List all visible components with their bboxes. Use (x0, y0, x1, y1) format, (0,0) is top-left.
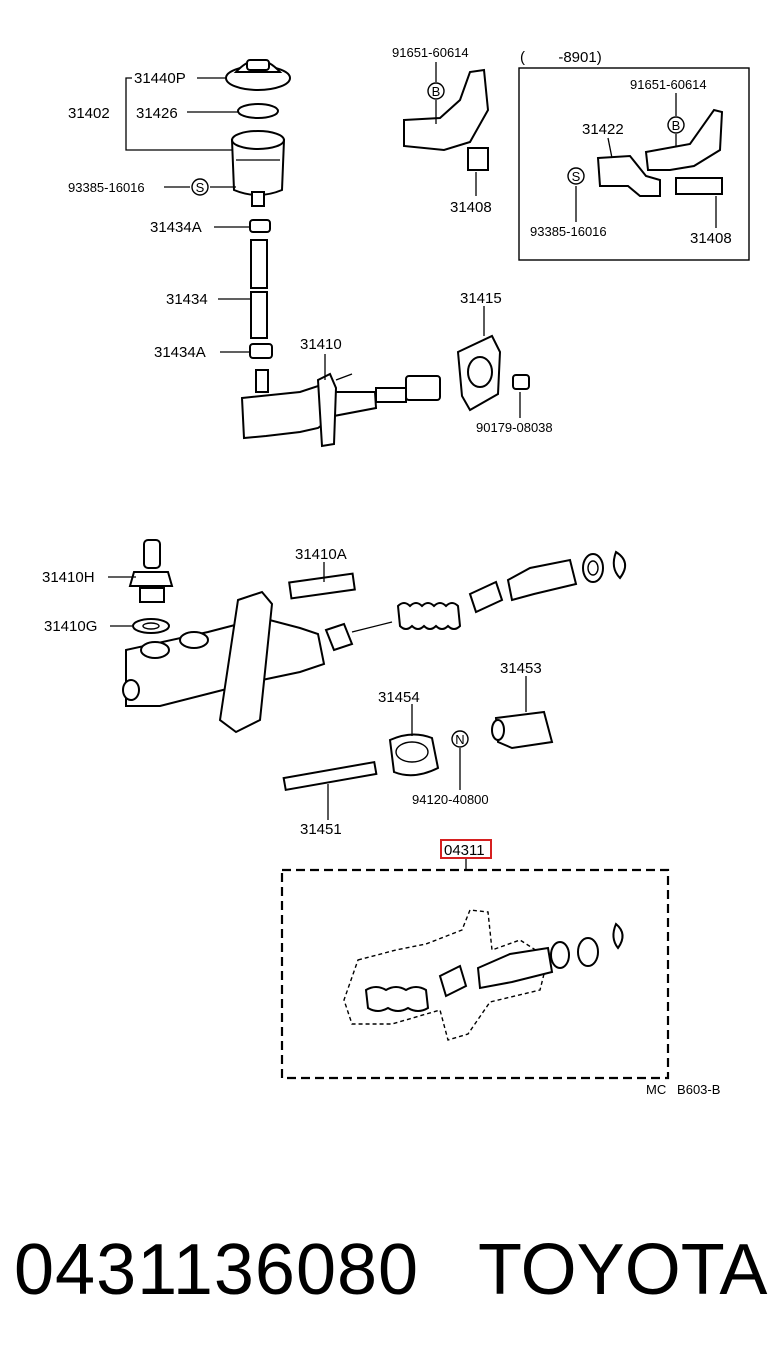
label-31426: 31426 (136, 105, 178, 122)
footer: 0431136080 TOYOTA (0, 1225, 768, 1325)
spring (396, 602, 462, 630)
bracket-top (403, 68, 490, 171)
nut (512, 374, 530, 390)
label-inset-range: ( -8901) (520, 49, 602, 66)
piston-small (468, 580, 504, 614)
marker-b-top: B (427, 82, 445, 100)
label-31410A: 31410A (295, 546, 347, 563)
label-31410: 31410 (300, 336, 342, 353)
hose-clamp-top (249, 219, 271, 233)
svg-text:04311: 04311 (444, 842, 485, 859)
label-31434: 31434 (166, 291, 208, 308)
label-31410H: 31410H (42, 569, 95, 586)
washer-31410G (132, 618, 170, 634)
master-cylinder-body (122, 590, 326, 734)
hose-fitting (128, 539, 174, 603)
label-31454: 31454 (378, 689, 420, 706)
marker-s-inset: S (567, 167, 585, 185)
diagram-ref-code: MC B603-B (646, 1082, 720, 1097)
push-rod-guide (324, 621, 393, 652)
master-cylinder-top (240, 369, 441, 448)
leader-lines (108, 62, 717, 870)
marker-s-top: S (191, 178, 209, 196)
marker-n: N (451, 730, 469, 748)
label-93385-16016-inset: 93385-16016 (530, 224, 607, 239)
svg-text:B: B (432, 84, 441, 99)
svg-text:S: S (572, 169, 581, 184)
label-31434A-top: 31434A (150, 219, 202, 236)
push-rod (282, 760, 378, 792)
label-31440P: 31440P (134, 70, 186, 87)
label-93385-16016-top: 93385-16016 (68, 180, 145, 195)
kit-box (280, 868, 670, 1080)
label-31451: 31451 (300, 821, 342, 838)
label-91651-60614-top: 91651-60614 (392, 45, 469, 60)
label-90179-08038: 90179-08038 (476, 420, 553, 435)
label-31408-inset: 31408 (690, 230, 732, 247)
reservoir-body (230, 130, 286, 207)
svg-text:N: N (455, 732, 464, 747)
label-31434A-bottom: 31434A (154, 344, 206, 361)
label-31415: 31415 (460, 290, 502, 307)
inset-box (518, 67, 750, 261)
label-31422: 31422 (582, 121, 624, 138)
marker-b-inset: B (667, 116, 685, 134)
highlighted-part-04311[interactable]: 04311 (440, 839, 492, 859)
piston-cup (506, 558, 578, 602)
brand-name: TOYOTA (478, 1230, 768, 1310)
hose-clamp-bottom (249, 343, 273, 359)
gasket (456, 334, 502, 412)
label-31453: 31453 (500, 660, 542, 677)
sleeve (388, 733, 440, 777)
reservoir-hose (250, 239, 268, 339)
label-94120-40800: 94120-40800 (412, 792, 489, 807)
stud-bolt (288, 572, 356, 600)
label-31402: 31402 (68, 105, 110, 122)
svg-text:B: B (672, 118, 681, 133)
clevis (491, 710, 554, 750)
label-31408-top: 31408 (450, 199, 492, 216)
part-number: 0431136080 (14, 1230, 420, 1310)
diaphragm (237, 103, 279, 119)
label-91651-60614-inset: 91651-60614 (630, 77, 707, 92)
reservoir-cap (225, 59, 291, 91)
svg-text:S: S (196, 180, 205, 195)
label-31410G: 31410G (44, 618, 97, 635)
seal-rings (582, 550, 627, 583)
